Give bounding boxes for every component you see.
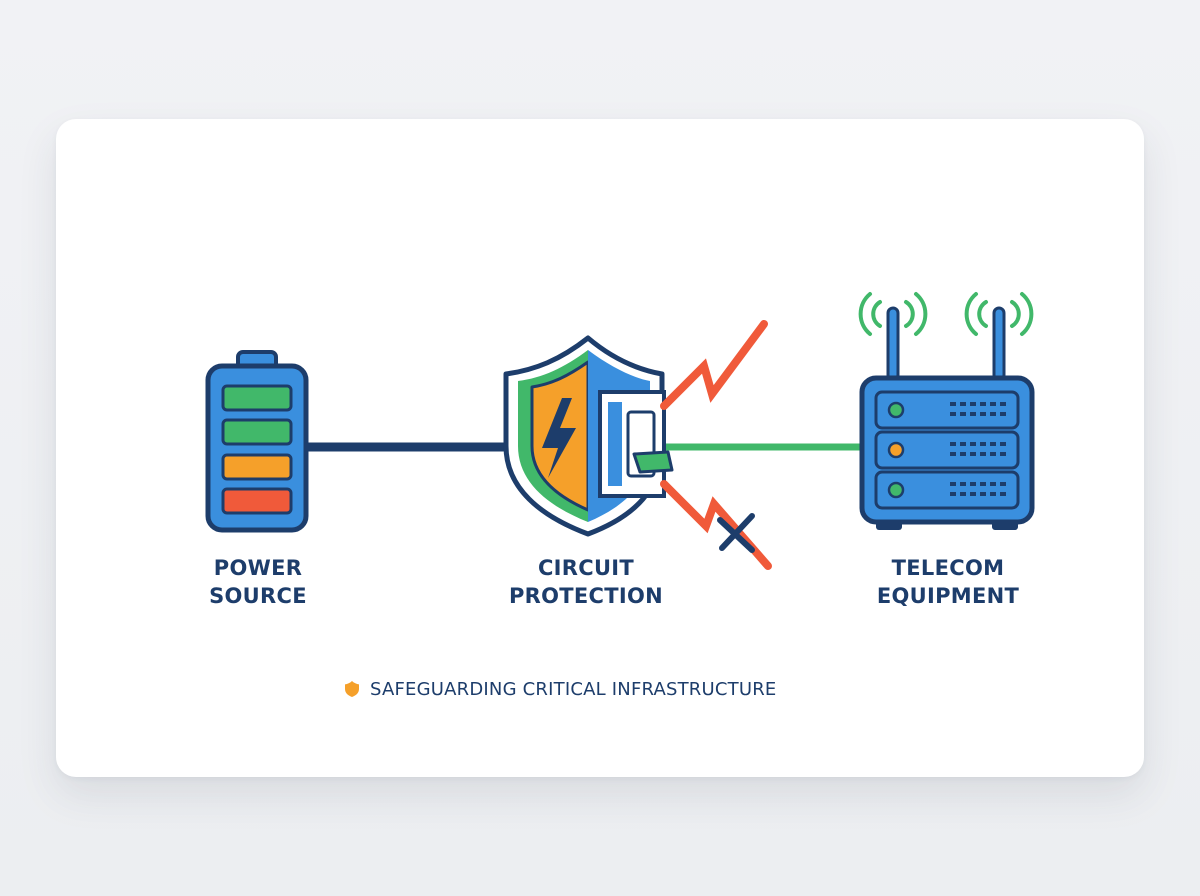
router-server-icon: [859, 306, 1035, 530]
circuit-breaker-icon: [598, 390, 674, 498]
telecom-label-line1: TELECOM: [891, 556, 1005, 580]
circuit-protection-label: CIRCUIT PROTECTION: [486, 554, 686, 610]
telecom-equipment-label: TELECOM EQUIPMENT: [858, 554, 1038, 610]
surge-bolt-icon: [660, 320, 772, 570]
blocked-x-icon: [717, 513, 755, 553]
shield-small-icon: [345, 681, 359, 697]
battery-icon: [205, 350, 309, 533]
footer-tagline: SAFEGUARDING CRITICAL INFRASTRUCTURE: [344, 676, 777, 702]
power-label-line1: POWER: [213, 556, 303, 580]
telecom-label-line2: EQUIPMENT: [876, 584, 1020, 608]
circuit-label-line2: PROTECTION: [508, 584, 664, 608]
wifi-signal-icon: [858, 292, 1034, 336]
power-label-line2: SOURCE: [209, 584, 307, 608]
footer-text: SAFEGUARDING CRITICAL INFRASTRUCTURE: [370, 678, 777, 700]
circuit-label-line1: CIRCUIT: [537, 556, 635, 580]
power-source-label: POWER SOURCE: [176, 554, 340, 610]
